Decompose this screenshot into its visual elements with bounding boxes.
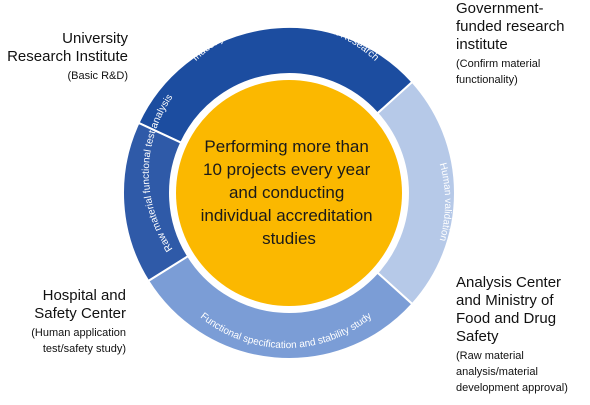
center-line: Performing more than xyxy=(204,137,368,156)
label-hospital: Hospital and Safety Center (Human applic… xyxy=(0,287,126,358)
label-government: Government-funded research institute (Co… xyxy=(456,0,588,89)
ring-segment-top xyxy=(137,26,414,145)
center-line: individual accreditation xyxy=(201,206,373,225)
center-circle xyxy=(176,80,402,306)
ring-segment-left xyxy=(122,121,190,283)
label-subtitle: (Raw material analysis/material developm… xyxy=(456,350,568,394)
label-title: University Research Institute xyxy=(7,30,128,65)
label-subtitle: (Confirm material functionality) xyxy=(456,58,541,86)
label-analysis-center: Analysis Center and Ministry of Food and… xyxy=(456,274,588,397)
center-line: studies xyxy=(262,229,316,248)
center-line: 10 projects every year xyxy=(203,160,371,179)
label-subtitle: (Basic R&D) xyxy=(67,70,128,82)
label-title: Hospital and Safety Center xyxy=(34,287,126,322)
label-title: Government-funded research institute xyxy=(456,0,565,53)
label-subtitle: (Human application test/safety study) xyxy=(31,327,126,355)
center-line: and conducting xyxy=(229,183,344,202)
ring-label-right: Human validation xyxy=(437,162,453,243)
label-university: University Research Institute (Basic R&D… xyxy=(0,30,128,85)
label-title: Analysis Center and Ministry of Food and… xyxy=(456,274,562,345)
center-text: Performing more than 10 projects every y… xyxy=(201,137,378,248)
